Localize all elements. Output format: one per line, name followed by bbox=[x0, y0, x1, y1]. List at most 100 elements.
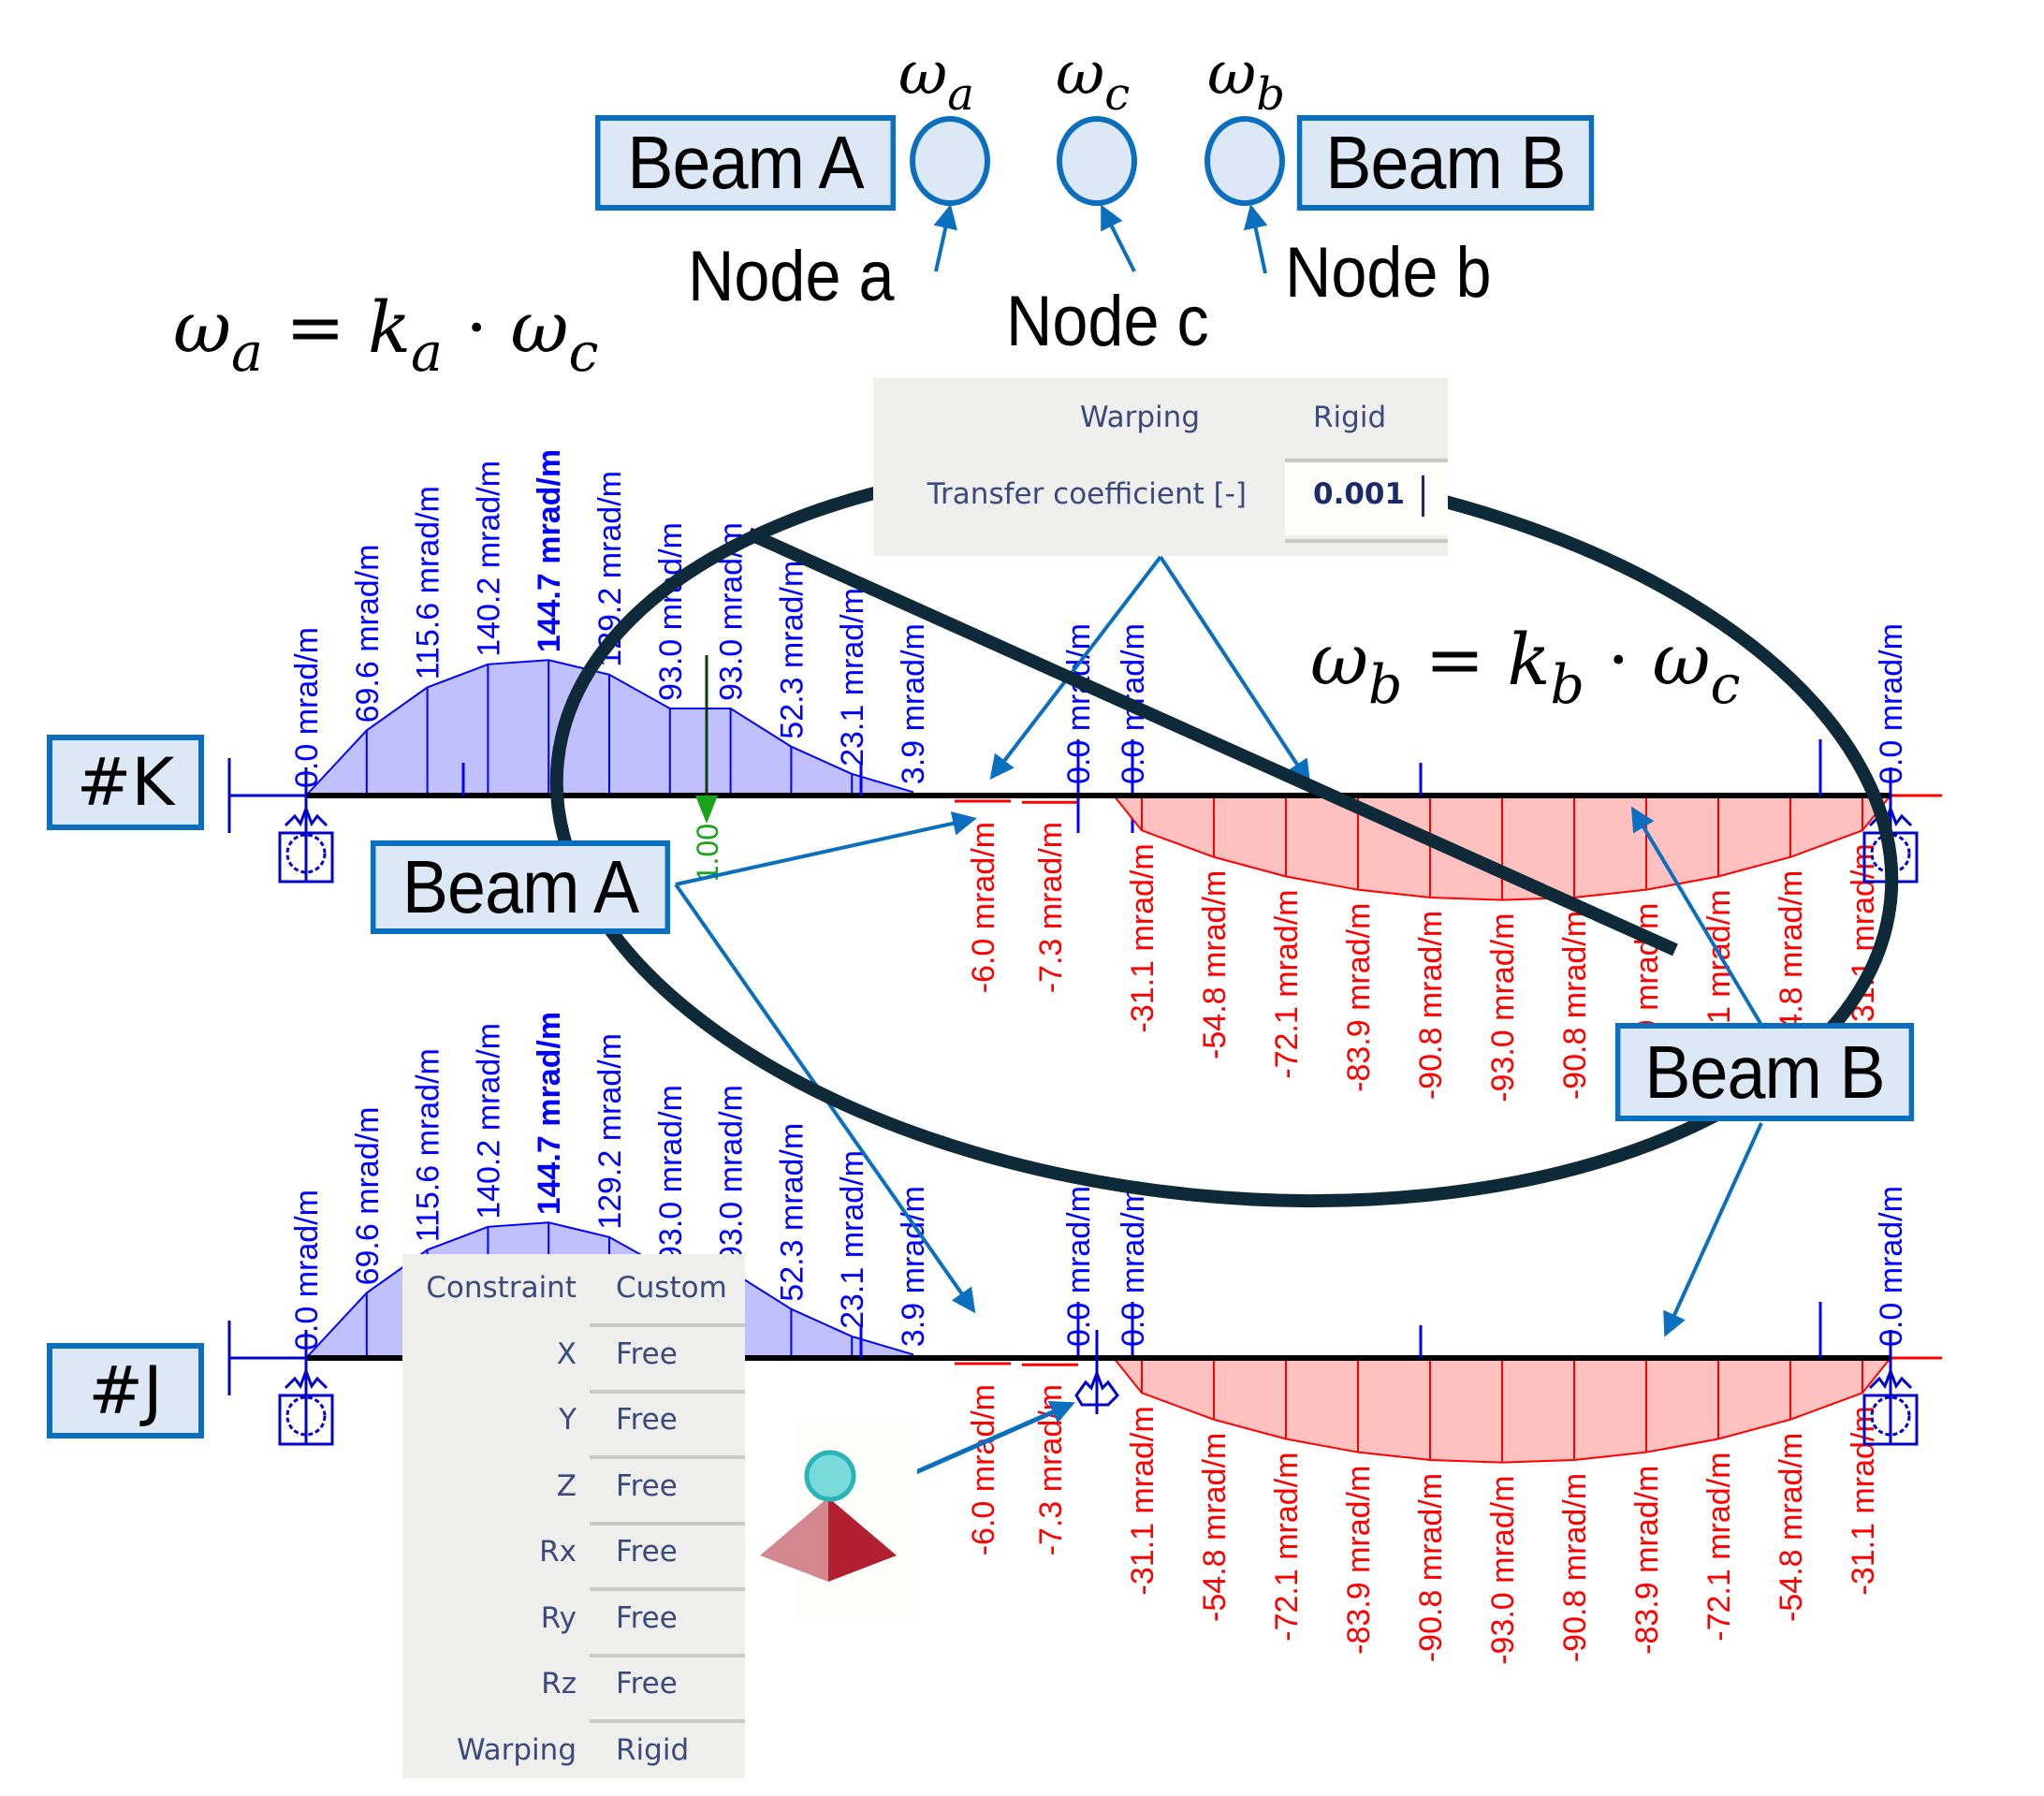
constraint-value-ry[interactable]: Free bbox=[616, 1600, 678, 1635]
beam-a-value-label: 52.3 mrad/m bbox=[774, 1123, 810, 1302]
transfer-panel: Warping Rigid Transfer coefficient [-] 0… bbox=[873, 378, 1448, 556]
beam-a-value-label: 0.0 mrad/m bbox=[289, 1190, 325, 1351]
beam-b-value-label: -72.1 mrad/m bbox=[1701, 1453, 1737, 1642]
beam-a-value-label: 144.7 mrad/m bbox=[532, 449, 567, 652]
beam-b-value-label: -83.9 mrad/m bbox=[1341, 1466, 1377, 1655]
divider bbox=[590, 1323, 745, 1327]
constraint-value-constraint[interactable]: Custom bbox=[616, 1271, 727, 1305]
diagram-tag-k: #K bbox=[47, 735, 204, 830]
beam-b-value-label: -31.1 mrad/m bbox=[1125, 1406, 1161, 1595]
beam-a-value-label: 52.3 mrad/m bbox=[774, 561, 810, 739]
support-pyramid-icon bbox=[760, 1423, 917, 1619]
arrow-beam-a-k bbox=[675, 811, 977, 886]
divider bbox=[590, 1653, 745, 1657]
arrow-node-b bbox=[1243, 204, 1268, 274]
constraint-key-ry: Ry bbox=[540, 1600, 577, 1635]
beam-a-value-label: 140.2 mrad/m bbox=[471, 460, 506, 657]
support-icon bbox=[278, 767, 334, 883]
beam-b-value-label: -31.1 mrad/m bbox=[1125, 843, 1161, 1032]
constraint-value-z[interactable]: Free bbox=[616, 1468, 678, 1503]
beam-b-callout: Beam B bbox=[1614, 1023, 1915, 1121]
beam-a-value-label: 93.0 mrad/m bbox=[714, 1085, 750, 1263]
divider bbox=[590, 1455, 745, 1459]
beam-a-value-label: 3.9 mrad/m bbox=[896, 1186, 931, 1347]
beam-b-value-label: -90.8 mrad/m bbox=[1557, 1473, 1593, 1662]
arrow-beam-b-k bbox=[1630, 806, 1763, 1027]
omega-c-label: ωc bbox=[1056, 39, 1131, 121]
beam-a-value-label: 23.1 mrad/m bbox=[835, 1150, 870, 1329]
beam-b-value-label: -93.0 mrad/m bbox=[1485, 913, 1521, 1102]
arrow-node-a bbox=[933, 204, 957, 272]
gap-value-label: 0.0 mrad/m bbox=[1061, 1186, 1097, 1347]
support-icon bbox=[1862, 1330, 1919, 1446]
transfer-panel-warping-value[interactable]: Rigid bbox=[1313, 401, 1387, 434]
beam-b-value-label: -72.1 mrad/m bbox=[1269, 890, 1305, 1079]
beam-b-value-label: -90.8 mrad/m bbox=[1557, 911, 1593, 1100]
constraint-key-warping: Warping bbox=[456, 1732, 577, 1767]
beam-b-value-label: -83.9 mrad/m bbox=[1341, 903, 1377, 1092]
beam-a-value-label: 115.6 mrad/m bbox=[411, 486, 446, 679]
arrow-node-c bbox=[1101, 204, 1136, 272]
constraint-key-z: Z bbox=[556, 1468, 577, 1503]
beam-a-value-label: 3.9 mrad/m bbox=[896, 623, 931, 784]
divider bbox=[590, 1587, 745, 1591]
constraint-value-y[interactable]: Free bbox=[616, 1403, 678, 1437]
beam-b-value-label: -90.8 mrad/m bbox=[1413, 911, 1449, 1100]
beam-b-end-label: 0.0 mrad/m bbox=[1874, 623, 1909, 784]
divider bbox=[1285, 539, 1448, 543]
beam-a-value-label: 115.6 mrad/m bbox=[411, 1048, 446, 1242]
arrow-transfer-right bbox=[1159, 555, 1311, 785]
beam-b-callout-label: Beam B bbox=[1644, 1029, 1885, 1114]
beam-b-value-label: -54.8 mrad/m bbox=[1197, 870, 1233, 1059]
constraint-key-constraint: Constraint bbox=[426, 1271, 577, 1305]
node-c-support-icon bbox=[1074, 1330, 1119, 1414]
beam-b-value-label: -90.8 mrad/m bbox=[1413, 1473, 1449, 1662]
constraint-key-y: Y bbox=[559, 1403, 577, 1437]
beam-b-value-label: -72.1 mrad/m bbox=[1269, 1453, 1305, 1642]
node-b-caption: Node b bbox=[1285, 233, 1492, 313]
beam-b-label: Beam B bbox=[1325, 121, 1566, 204]
constraint-key-rx: Rx bbox=[539, 1535, 577, 1569]
beam-a-label: Beam A bbox=[627, 121, 864, 204]
transfer-panel-warping-key: Warping bbox=[1079, 401, 1200, 434]
beam-a-value-label: 93.0 mrad/m bbox=[653, 522, 689, 701]
beam-a-value-label: 129.2 mrad/m bbox=[592, 1033, 628, 1230]
beam-a-value-label: 69.6 mrad/m bbox=[350, 545, 386, 723]
constraint-value-warping[interactable]: Rigid bbox=[616, 1732, 690, 1767]
beam-a-callout-label: Beam A bbox=[402, 845, 639, 928]
constraint-value-x[interactable]: Free bbox=[616, 1336, 678, 1371]
beam-a-value-label: 140.2 mrad/m bbox=[471, 1023, 506, 1219]
equation-a: ωa = ka · ωc bbox=[173, 285, 599, 384]
constraint-key-x: X bbox=[556, 1336, 577, 1371]
equation-b: ωb = kb · ωc bbox=[1310, 618, 1741, 716]
beam-a-box-top: Beam A bbox=[594, 115, 897, 211]
beam-a-value-label: 144.7 mrad/m bbox=[532, 1012, 567, 1215]
diagram-tag-k-label: #K bbox=[76, 744, 175, 821]
transfer-coefficient-key: Transfer coefficient [-] bbox=[927, 477, 1247, 511]
node-b-circle bbox=[1204, 116, 1285, 206]
beam-a-value-label: 93.0 mrad/m bbox=[653, 1085, 689, 1263]
beam-a-callout: Beam A bbox=[370, 840, 671, 934]
node-c-caption: Node c bbox=[1006, 282, 1209, 361]
omega-a-label: ωa bbox=[898, 39, 974, 121]
beam-b-value-label: -93.0 mrad/m bbox=[1485, 1476, 1521, 1665]
constraint-value-rz[interactable]: Free bbox=[616, 1667, 678, 1701]
transfer-coefficient-input[interactable]: 0.001 bbox=[1285, 462, 1448, 535]
constraint-value-rx[interactable]: Free bbox=[616, 1535, 678, 1569]
diagram-tag-j: #J bbox=[47, 1343, 204, 1438]
beam-b-value-label: -54.8 mrad/m bbox=[1197, 1433, 1233, 1622]
divider bbox=[590, 1389, 745, 1394]
arrow-transfer-left bbox=[989, 555, 1162, 781]
beam-b-box-top: Beam B bbox=[1296, 115, 1595, 211]
beam-b-value-label: -83.9 mrad/m bbox=[1629, 1466, 1665, 1655]
arrow-beam-b-j bbox=[1663, 1122, 1763, 1337]
load-value-label: 1.00 bbox=[691, 824, 724, 882]
beam-a-value-label: 23.1 mrad/m bbox=[835, 588, 870, 767]
beam-a-value-label: 0.0 mrad/m bbox=[289, 627, 325, 788]
support-icon bbox=[278, 1330, 334, 1446]
gap-value-label: -7.3 mrad/m bbox=[1033, 822, 1069, 993]
load-arrow-icon bbox=[695, 796, 718, 824]
beam-a-value-label: 69.6 mrad/m bbox=[350, 1107, 386, 1286]
gap-value-label: -6.0 mrad/m bbox=[966, 1384, 1001, 1555]
